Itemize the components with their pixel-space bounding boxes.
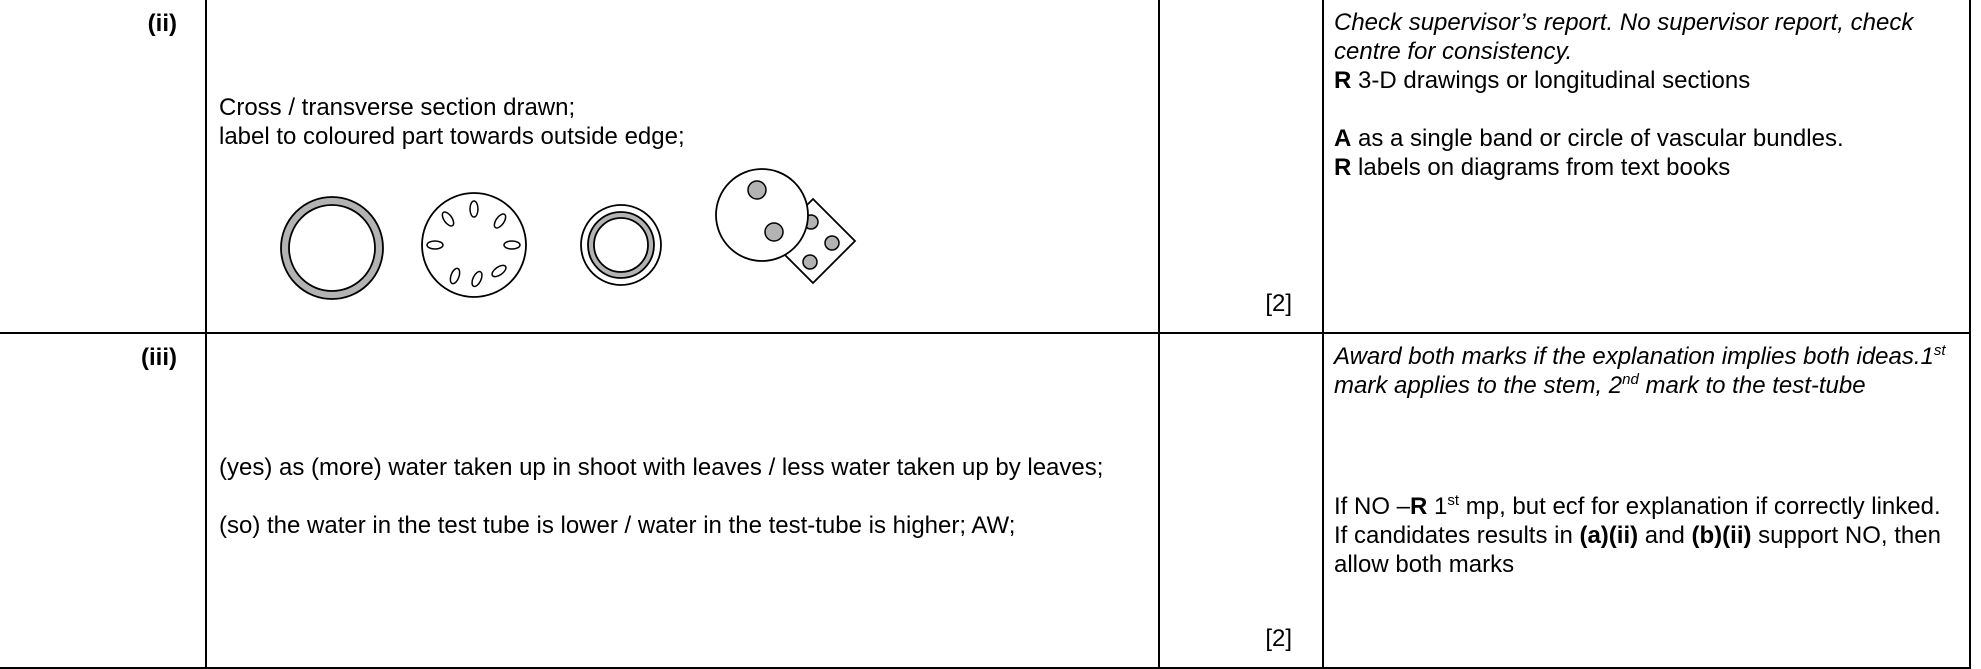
guidance-cell-iii: Award both marks if the explanation impl…: [1322, 332, 1971, 669]
cand-text-c: support NO, then allow both marks: [1334, 522, 1941, 578]
reject-text: 3-D drawings or longitudinal sections: [1351, 67, 1751, 94]
no-text-b: 1: [1427, 493, 1448, 520]
award-text-a: Award both marks if the explanation impl…: [1334, 343, 1934, 370]
part-label-iii: (iii): [0, 332, 207, 669]
no-text-c: mp, but ecf for explanation if correctly…: [1459, 493, 1941, 520]
mark-row-iii: (iii) (yes) as (more) water taken up in …: [0, 332, 1971, 669]
guidance-reject-3d: R 3-D drawings or longitudinal sections: [1334, 66, 1961, 95]
answer-cell-iii: (yes) as (more) water taken up in shoot …: [205, 332, 1160, 669]
diagram-ring-shaded: [280, 196, 384, 300]
award-text-b: mark applies to the stem, 2: [1334, 372, 1623, 399]
cand-ref-1: (a)(ii): [1579, 522, 1639, 549]
answer-paragraph-1: (yes) as (more) water taken up in shoot …: [219, 454, 1104, 481]
award-sup-1: st: [1933, 342, 1946, 359]
diagram-two-bundles: [715, 168, 809, 262]
no-sup: st: [1447, 492, 1460, 509]
diagram-bundles-circle: [421, 192, 527, 298]
guidance-supervisor-note: Check supervisor’s report. No supervisor…: [1334, 9, 1914, 65]
answer-line-1: Cross / transverse section drawn;: [219, 94, 576, 121]
guidance-accept-band: A as a single band or circle of vascular…: [1334, 124, 1961, 153]
stem-section-diagrams: [280, 192, 857, 300]
guidance-cell-ii: Check supervisor’s report. No supervisor…: [1322, 0, 1971, 334]
award-sup-2: nd: [1622, 371, 1639, 388]
guidance-candidate-results: If candidates results in (a)(ii) and (b)…: [1334, 521, 1961, 579]
guidance-award-both: Award both marks if the explanation impl…: [1334, 342, 1961, 400]
answer-paragraph-2: (so) the water in the test tube is lower…: [219, 512, 1016, 539]
answer-cell-ii: Cross / transverse section drawn; label …: [205, 0, 1160, 334]
reject-label: R: [1334, 67, 1352, 94]
diagram-double-ring: [580, 204, 662, 286]
reject-label: R: [1334, 154, 1352, 181]
mark-row-ii: (ii) Cross / transverse section drawn; l…: [0, 0, 1971, 334]
guidance-reject-labels: R labels on diagrams from text books: [1334, 153, 1961, 182]
cand-text-a: If candidates results in: [1334, 522, 1580, 549]
answer-line-2: label to coloured part towards outside e…: [219, 123, 685, 150]
part-label-ii: (ii): [0, 0, 207, 334]
accept-label: A: [1334, 125, 1352, 152]
no-text-a: If NO –: [1334, 493, 1411, 520]
marks-cell-iii: [2]: [1158, 332, 1324, 669]
guidance-if-no: If NO –R 1st mp, but ecf for explanation…: [1334, 492, 1961, 521]
no-reject-label: R: [1410, 493, 1428, 520]
marks-cell-ii: [2]: [1158, 0, 1324, 334]
award-text-c: mark to the test-tube: [1638, 372, 1866, 399]
accept-text: as a single band or circle of vascular b…: [1351, 125, 1844, 152]
reject-text: labels on diagrams from text books: [1351, 154, 1731, 181]
cand-and: and: [1638, 522, 1692, 549]
cand-ref-2: (b)(ii): [1691, 522, 1752, 549]
